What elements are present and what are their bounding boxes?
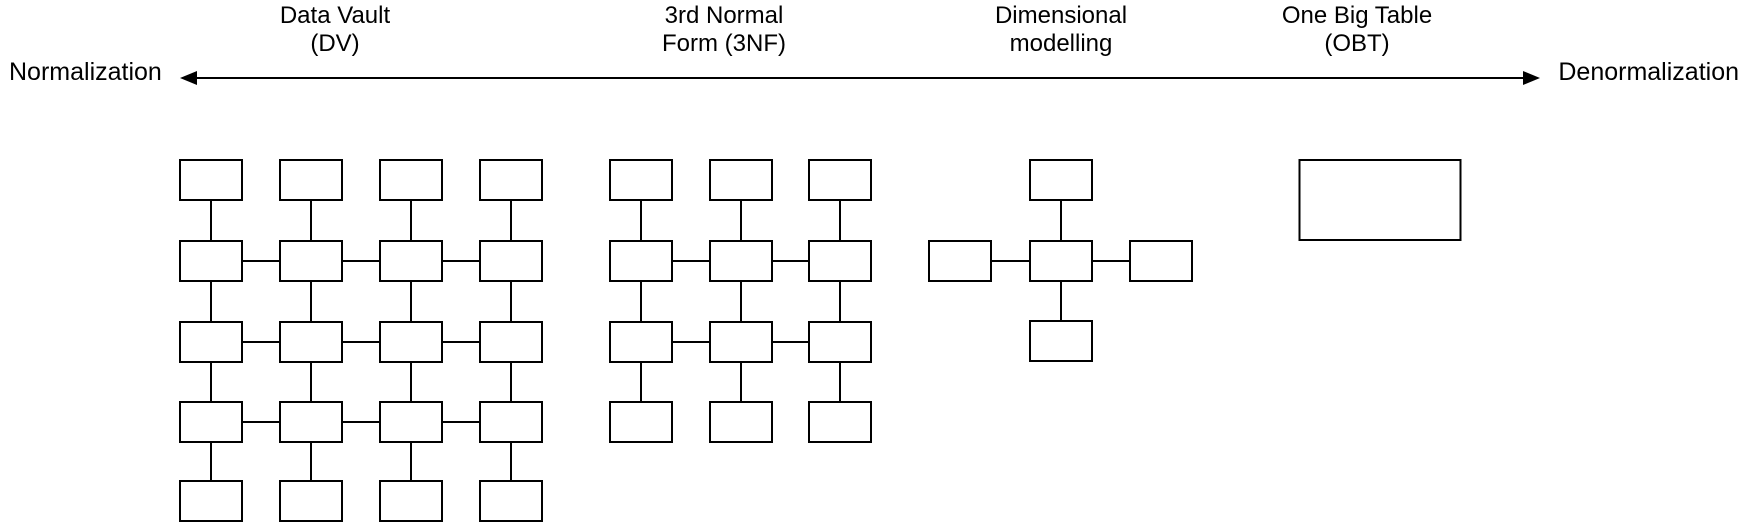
data-vault-grid-box (379, 480, 443, 522)
third-normal-form-grid-box (808, 240, 872, 282)
data-vault-grid-box (179, 240, 243, 282)
dimensional-modelling-label-line2: modelling (1009, 30, 1113, 57)
normalization-label: Normalization (9, 58, 162, 86)
dimensional-modelling-label: Dimensional modelling (995, 2, 1127, 58)
data-vault-grid-box (179, 321, 243, 363)
one-big-table-label: One Big Table (OBT) (1282, 2, 1432, 58)
data-vault-grid-box (279, 480, 343, 522)
data-vault-grid-box (279, 159, 343, 201)
third-normal-form-grid-box (709, 321, 773, 363)
dimensional-modelling-label-line1: Dimensional (994, 2, 1128, 29)
dimensional-star-dimension-box (1029, 159, 1093, 201)
data-vault-grid-box (479, 321, 543, 363)
data-vault-grid-box (279, 321, 343, 363)
denormalization-label: Denormalization (1558, 58, 1739, 86)
third-normal-form-label: 3rd Normal Form (3NF) (662, 2, 786, 58)
data-vault-label-line1: Data Vault (279, 2, 391, 29)
third-normal-form-grid-box (808, 159, 872, 201)
one-big-table-box (1298, 159, 1462, 241)
dimensional-star-dimension-box (1129, 240, 1193, 282)
third-normal-form-grid-box (709, 159, 773, 201)
data-vault-grid-box (479, 401, 543, 443)
dimensional-star-dimension-box (1029, 320, 1093, 362)
third-normal-form-grid-box (709, 240, 773, 282)
third-normal-form-label-line1: 3rd Normal (664, 2, 784, 29)
data-vault-grid-box (479, 159, 543, 201)
third-normal-form-grid-box (609, 159, 673, 201)
data-vault-grid-box (379, 401, 443, 443)
data-vault-grid-box (179, 401, 243, 443)
data-vault-label-line2: (DV) (310, 30, 360, 57)
data-vault-grid-box (179, 159, 243, 201)
dimensional-star-fact-box (1029, 240, 1093, 282)
third-normal-form-grid-box (609, 321, 673, 363)
data-vault-grid-box (379, 321, 443, 363)
one-big-table-label-line2: (OBT) (1324, 30, 1390, 57)
spectrum-arrowhead-right (1523, 71, 1540, 85)
dimensional-star-dimension-box (928, 240, 992, 282)
data-vault-grid-box (179, 480, 243, 522)
data-vault-grid-box (479, 480, 543, 522)
third-normal-form-grid-box (808, 321, 872, 363)
third-normal-form-grid-box (609, 240, 673, 282)
third-normal-form-grid-box (609, 401, 673, 443)
data-vault-label: Data Vault (DV) (280, 2, 390, 58)
data-vault-grid-box (379, 159, 443, 201)
spectrum-arrowhead-left (180, 71, 197, 85)
third-normal-form-grid-box (709, 401, 773, 443)
data-vault-grid-box (479, 240, 543, 282)
data-vault-grid-box (379, 240, 443, 282)
data-vault-grid-box (279, 401, 343, 443)
one-big-table-label-line1: One Big Table (1281, 2, 1433, 29)
third-normal-form-label-line2: Form (3NF) (662, 30, 786, 57)
data-vault-grid-box (279, 240, 343, 282)
third-normal-form-grid-box (808, 401, 872, 443)
